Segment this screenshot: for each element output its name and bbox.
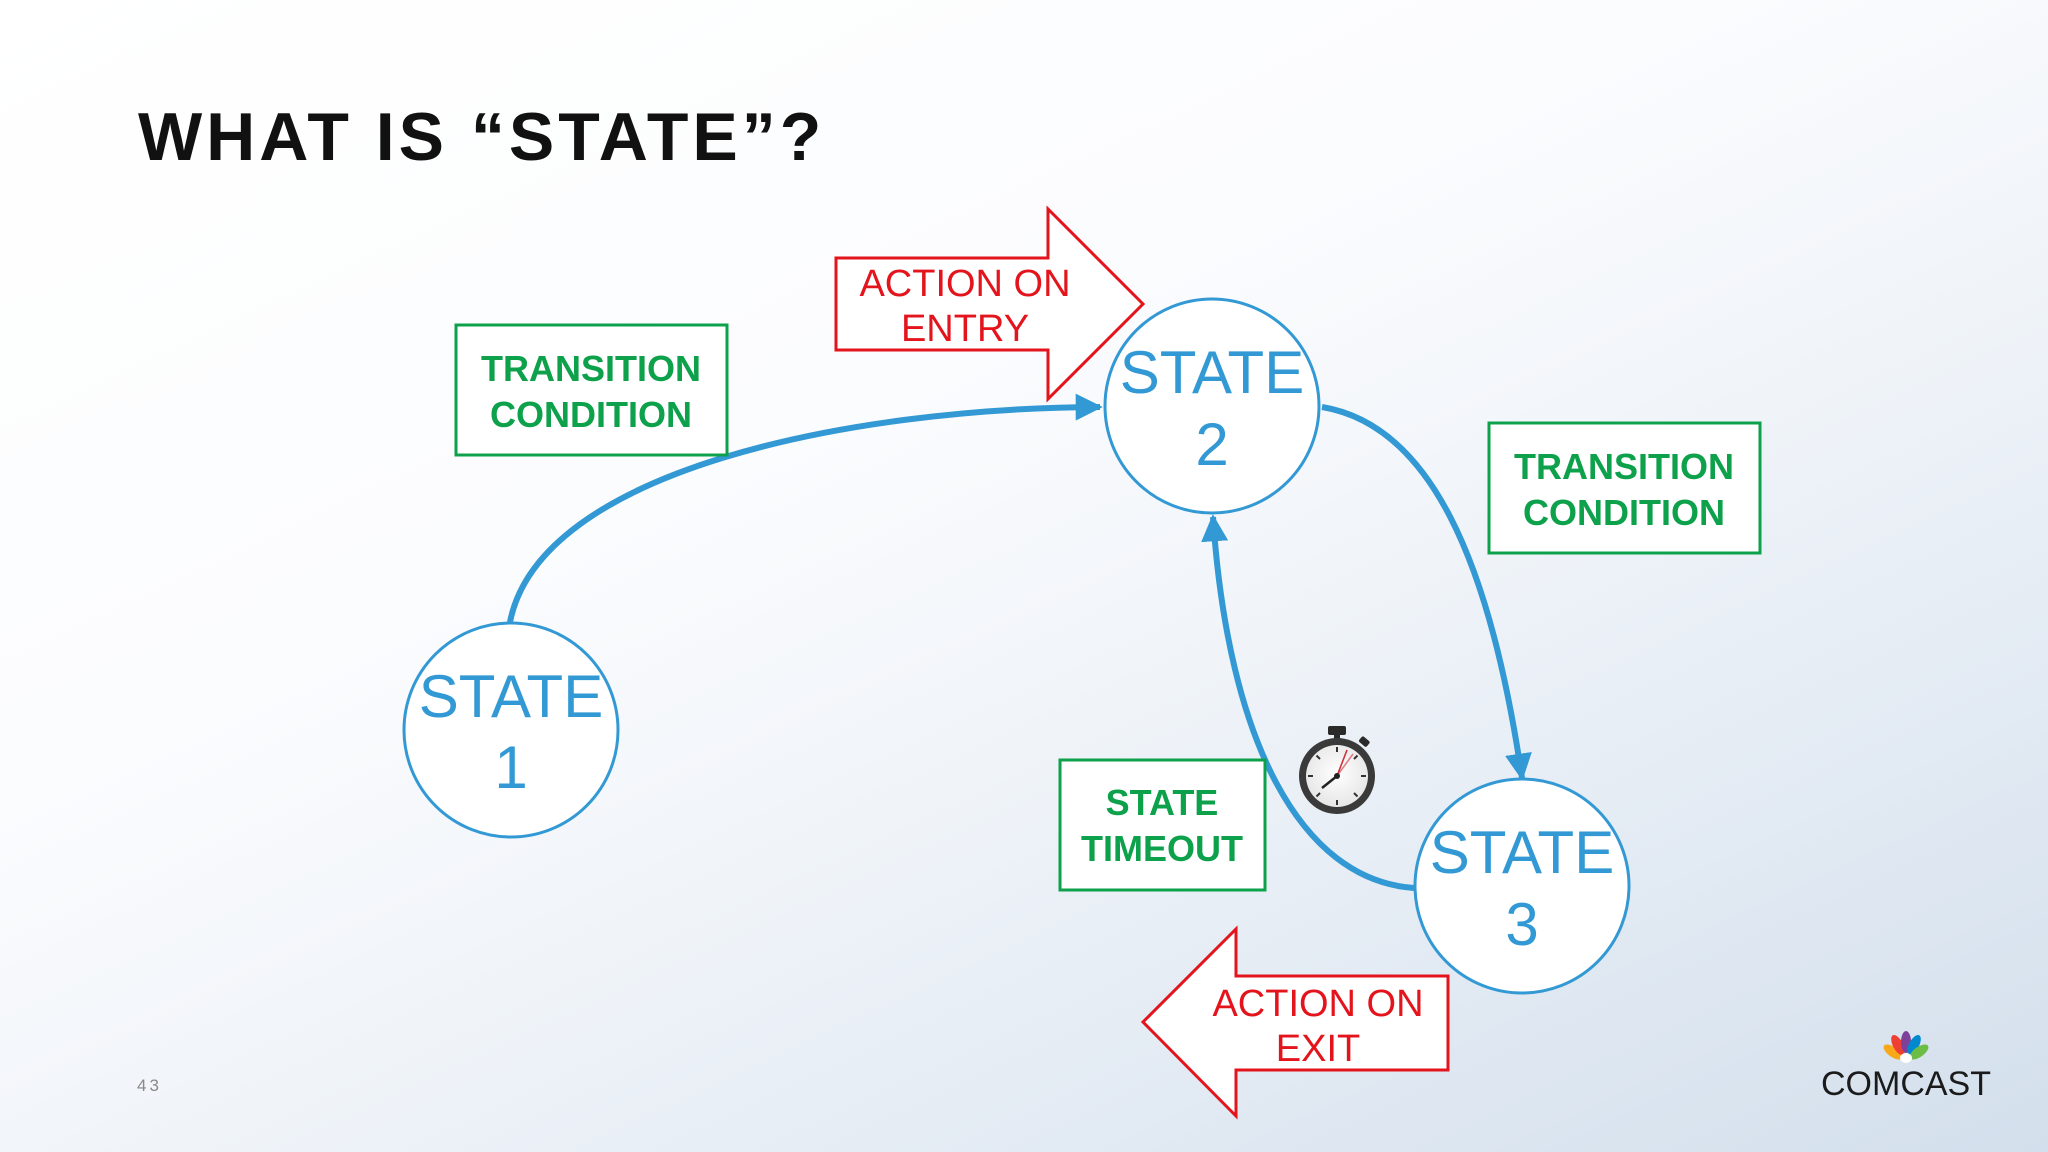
slide-title: WHAT IS “STATE”? xyxy=(138,99,826,175)
action-on-entry-arrow: ACTION ON ENTRY xyxy=(834,205,1146,403)
state-1-name: STATE xyxy=(419,663,603,730)
state-timeout-box: STATE TIMEOUT xyxy=(1058,758,1267,892)
action-on-entry-line1: ACTION ON xyxy=(859,263,1070,305)
state-2-number: 2 xyxy=(1195,411,1228,478)
transition-condition-2-line2: CONDITION xyxy=(1523,492,1725,533)
state-3-number: 3 xyxy=(1505,891,1538,958)
action-on-entry-line2: ENTRY xyxy=(901,308,1029,350)
action-on-exit-arrow: ACTION ON EXIT xyxy=(1140,925,1450,1120)
transition-arrow-1-to-2 xyxy=(507,393,1103,623)
transition-condition-box-2: TRANSITION CONDITION xyxy=(1487,421,1762,555)
stopwatch-icon xyxy=(1299,726,1375,814)
transition-arrow-2-to-3 xyxy=(1321,404,1532,781)
transition-condition-2-line1: TRANSITION xyxy=(1514,446,1734,487)
state-1-number: 1 xyxy=(494,734,527,801)
state-3-name: STATE xyxy=(1430,819,1614,886)
state-node-2: STATE 2 xyxy=(1103,297,1321,515)
page-number: 43 xyxy=(137,1076,162,1095)
comcast-logo-text: COMCAST xyxy=(1821,1065,1991,1103)
state-2-name: STATE xyxy=(1120,339,1304,406)
transition-condition-1-line2: CONDITION xyxy=(490,394,692,435)
action-on-exit-line2: EXIT xyxy=(1276,1028,1360,1070)
state-timeout-line1: STATE xyxy=(1106,782,1219,823)
action-on-exit-line1: ACTION ON xyxy=(1212,983,1423,1025)
timeout-arrow-3-to-2 xyxy=(1201,514,1415,891)
comcast-peacock-icon xyxy=(1883,1031,1929,1063)
state-timeout-line2: TIMEOUT xyxy=(1081,828,1243,869)
transition-condition-1-line1: TRANSITION xyxy=(481,348,701,389)
state-node-3: STATE 3 xyxy=(1413,777,1631,995)
transition-condition-box-1: TRANSITION CONDITION xyxy=(454,323,729,457)
state-node-1: STATE 1 xyxy=(402,621,620,839)
comcast-logo: COMCAST xyxy=(1816,1030,1996,1103)
